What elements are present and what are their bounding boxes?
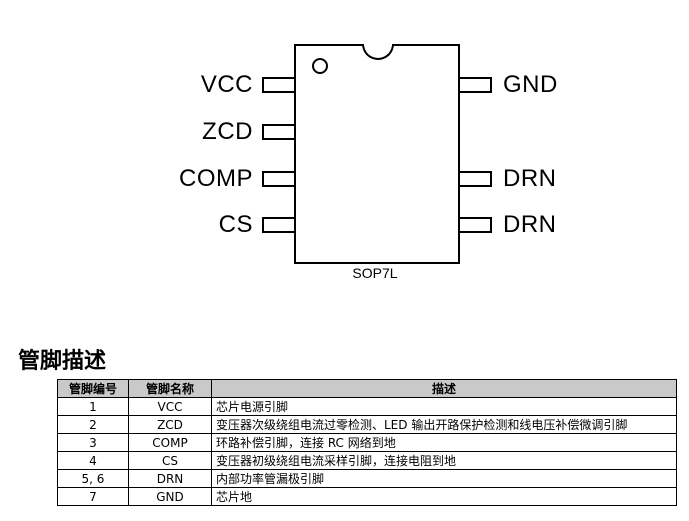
header-pin-number: 管脚编号 — [57, 379, 129, 398]
cell-pin-name: VCC — [128, 397, 212, 416]
pin-left-1 — [262, 77, 294, 93]
cell-pin-number: 1 — [57, 397, 129, 416]
header-pin-name: 管脚名称 — [128, 379, 212, 398]
pin-right-4 — [460, 217, 492, 233]
table-row: 1 VCC 芯片电源引脚 — [57, 397, 677, 416]
pin-left-4 — [262, 217, 294, 233]
cell-pin-number: 3 — [57, 433, 129, 452]
table-row: 7 GND 芯片地 — [57, 487, 677, 506]
pin-label-zcd: ZCD — [202, 118, 253, 145]
pin-label-comp: COMP — [179, 165, 253, 192]
table-row: 4 CS 变压器初级绕组电流采样引脚，连接电阻到地 — [57, 451, 677, 470]
cell-pin-name: DRN — [128, 469, 212, 488]
notch-mask — [364, 44, 392, 46]
cell-pin-name: GND — [128, 487, 212, 506]
pin-left-2 — [262, 124, 294, 140]
table-header-row: 管脚编号 管脚名称 描述 — [57, 379, 677, 398]
pin-label-drn-2: DRN — [503, 211, 557, 238]
pin-label-cs: CS — [218, 211, 253, 238]
section-title: 管脚描述 — [18, 349, 107, 374]
cell-description: 芯片电源引脚 — [211, 397, 677, 416]
pin-right-1 — [460, 77, 492, 93]
chip-notch — [362, 44, 394, 60]
cell-pin-number: 2 — [57, 415, 129, 434]
pin-label-gnd: GND — [503, 71, 558, 98]
cell-description: 芯片地 — [211, 487, 677, 506]
pin-label-vcc: VCC — [200, 71, 253, 98]
cell-pin-number: 4 — [57, 451, 129, 470]
cell-pin-number: 5, 6 — [57, 469, 129, 488]
table-row: 2 ZCD 变压器次级绕组电流过零检测、LED 输出开路保护检测和线电压补偿微调… — [57, 415, 677, 434]
cell-description: 变压器次级绕组电流过零检测、LED 输出开路保护检测和线电压补偿微调引脚 — [211, 415, 677, 434]
cell-description: 内部功率管漏极引脚 — [211, 469, 677, 488]
cell-pin-number: 7 — [57, 487, 129, 506]
table-row: 5, 6 DRN 内部功率管漏极引脚 — [57, 469, 677, 488]
cell-description: 变压器初级绕组电流采样引脚，连接电阻到地 — [211, 451, 677, 470]
chip-body — [294, 44, 460, 264]
pin-left-3 — [262, 171, 294, 187]
pin-label-drn-1: DRN — [503, 165, 557, 192]
cell-description: 环路补偿引脚，连接 RC 网络到地 — [211, 433, 677, 452]
cell-pin-name: ZCD — [128, 415, 212, 434]
pin-description-table: 管脚编号 管脚名称 描述 1 VCC 芯片电源引脚 2 ZCD 变压器次级绕组电… — [57, 379, 677, 506]
table-row: 3 COMP 环路补偿引脚，连接 RC 网络到地 — [57, 433, 677, 452]
cell-pin-name: CS — [128, 451, 212, 470]
cell-pin-name: COMP — [128, 433, 212, 452]
header-description: 描述 — [211, 379, 677, 398]
pin1-indicator-icon — [312, 58, 328, 74]
pin-right-3 — [460, 171, 492, 187]
package-name: SOP7L — [352, 265, 398, 281]
